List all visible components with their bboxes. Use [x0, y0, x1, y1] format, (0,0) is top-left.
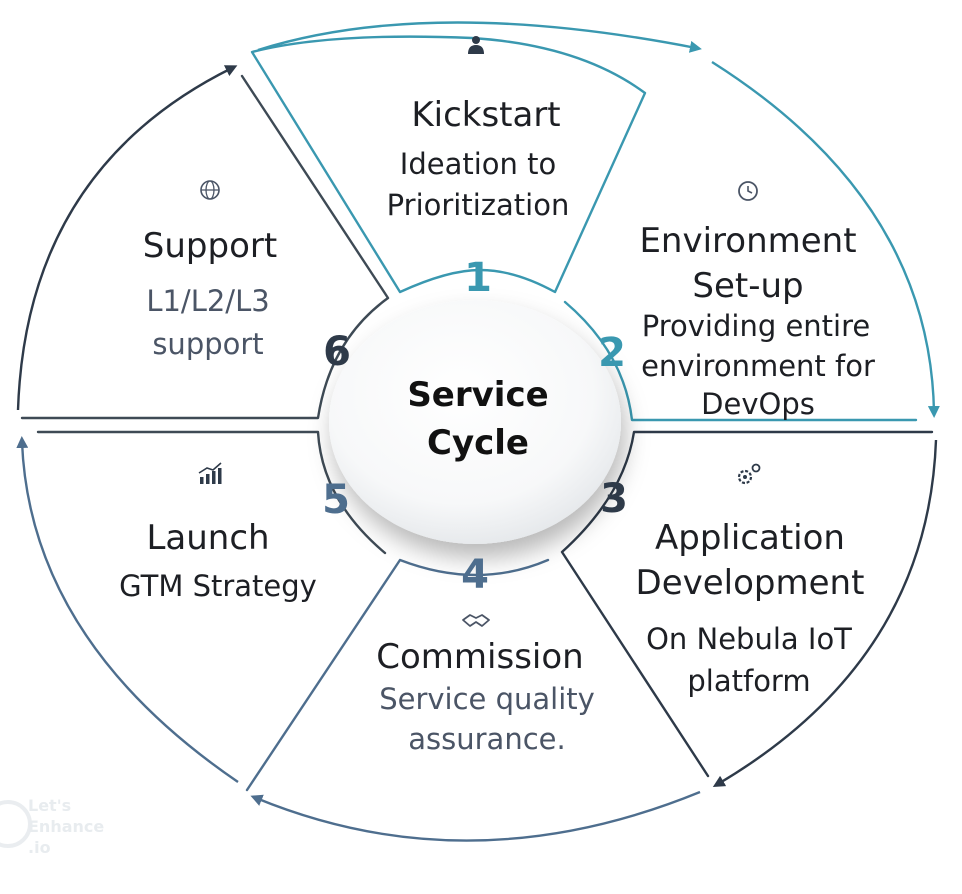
step-5-title: Launch [146, 518, 269, 558]
step-3-subtitle-line-2: platform [687, 664, 810, 698]
step-2-subtitle-line-2: environment for [641, 349, 875, 383]
person-icon [468, 36, 484, 54]
watermark-line-2: Enhance [28, 817, 104, 836]
watermark-logo: Let's Enhance .io [0, 796, 104, 857]
center-title-line-1: Service [407, 375, 548, 415]
segment-3-outline [560, 430, 934, 778]
watermark-line-1: Let's [28, 796, 71, 815]
cycle-arrows [16, 21, 940, 842]
step-2-title-line-2: Set-up [692, 266, 803, 306]
segment-5-outline [36, 430, 387, 555]
arrow-5-to-6 [16, 436, 239, 783]
step-number-5: 5 [322, 477, 350, 523]
step-2-subtitle-line-1: Providing entire [642, 309, 870, 343]
step-launch: Launch GTM Strategy [119, 462, 317, 603]
step-commission: Commission Service quality assurance. [376, 614, 595, 756]
step-number-4: 4 [461, 552, 489, 598]
growth-chart-icon [198, 462, 222, 484]
watermark-line-3: .io [28, 838, 51, 857]
step-1-subtitle-line-1: Ideation to [400, 147, 556, 181]
cycle-segments [20, 35, 934, 792]
arrow-6-to-1 [16, 65, 238, 411]
step-4-subtitle-line-2: assurance. [408, 722, 565, 756]
step-2-title-line-1: Environment [639, 221, 856, 261]
step-1-subtitle-line-2: Prioritization [387, 188, 570, 222]
center-title-line-2: Cycle [427, 423, 529, 463]
step-3-title-line-1: Application [655, 518, 845, 558]
step-1-title: Kickstart [411, 95, 560, 135]
step-kickstart: Kickstart Ideation to Prioritization [387, 36, 570, 222]
step-6-subtitle-line-2: support [152, 327, 263, 361]
step-number-2: 2 [598, 330, 626, 376]
step-6-subtitle-line-1: L1/L2/L3 [146, 284, 269, 318]
step-2-subtitle-line-3: DevOps [701, 387, 815, 421]
step-3-title-line-2: Development [636, 563, 865, 603]
step-number-1: 1 [464, 255, 492, 301]
segment-1-outline [250, 35, 647, 294]
step-4-subtitle-line-1: Service quality [379, 682, 595, 716]
step-number-3: 3 [600, 476, 628, 522]
step-4-title: Commission [376, 637, 583, 677]
step-number-6: 6 [323, 329, 351, 375]
segment-6-outline [20, 74, 390, 420]
step-3-subtitle-line-1: On Nebula IoT [646, 622, 852, 656]
step-numbers: 1 2 3 4 5 6 [322, 255, 628, 598]
step-application-development: Application Development On Nebula IoT pl… [636, 463, 865, 698]
globe-icon [200, 180, 220, 200]
handshake-icon [462, 614, 490, 627]
step-environment-setup: Environment Set-up Providing entire envi… [639, 181, 875, 421]
arrow-2-to-3 [711, 60, 940, 418]
segment-4-outline [245, 558, 550, 792]
segment-2-outline [563, 300, 918, 422]
step-support: Support L1/L2/L3 support [143, 180, 277, 361]
step-5-subtitle-line-1: GTM Strategy [119, 569, 317, 603]
center-hub: Service Cycle [329, 300, 621, 544]
arrow-4-to-5 [250, 790, 701, 842]
arrow-1-to-2 [257, 21, 702, 53]
step-6-title: Support [143, 226, 277, 266]
gears-icon [737, 463, 761, 485]
arrow-3-to-4 [712, 439, 938, 788]
clock-icon [738, 181, 758, 201]
